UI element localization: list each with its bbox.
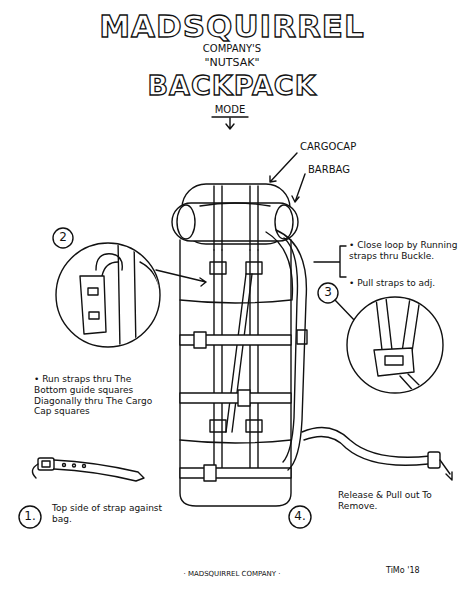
illustration-path xyxy=(270,153,297,182)
illustration-circle xyxy=(73,464,76,467)
illustration-rect xyxy=(180,393,291,403)
illustration-circle xyxy=(318,283,338,303)
illustration-path xyxy=(283,238,297,462)
illustration-path xyxy=(214,250,258,475)
illustration-path xyxy=(226,274,252,432)
illustration-g xyxy=(80,240,160,350)
note-label: BACKPACK xyxy=(130,70,334,102)
illustration-path xyxy=(302,428,430,466)
illustration-circle xyxy=(83,465,86,468)
note-label: • Run straps thru The Bottom guide squar… xyxy=(34,374,166,417)
illustration-path xyxy=(54,460,144,481)
note-label: · MADSQUIRREL COMPANY · xyxy=(122,570,342,578)
illustration-circle xyxy=(289,506,311,528)
illustration-path xyxy=(212,116,248,117)
illustration-path xyxy=(376,298,392,350)
illustration-rect xyxy=(89,312,99,319)
illustration-circle xyxy=(347,297,443,393)
illustration-path xyxy=(200,203,270,206)
note-label: • Close loop by Running straps thru Buck… xyxy=(349,240,459,262)
callout-number: 2 xyxy=(53,230,73,244)
illustration-path xyxy=(32,464,38,478)
note-label: Top side of strap against bag. xyxy=(52,503,167,525)
note-label: COMPANY'S xyxy=(182,43,282,55)
illustration-path xyxy=(418,392,430,404)
illustration-rect xyxy=(246,420,262,432)
illustration-rect xyxy=(385,356,403,365)
illustration-rect xyxy=(194,332,206,348)
note-label: BARBAG xyxy=(308,164,368,176)
illustration-circle xyxy=(19,506,41,528)
note-label: Release & Pull out To Remove. xyxy=(338,490,438,512)
illustration-rect xyxy=(246,262,262,274)
illustration-rect xyxy=(210,420,226,432)
illustration-circle xyxy=(63,464,66,467)
note-label: CARGOCAP xyxy=(300,141,370,153)
illustration-path xyxy=(266,232,292,300)
illustration-rect xyxy=(88,288,98,295)
illustration-ellipse xyxy=(177,205,195,239)
illustration-rect xyxy=(210,262,226,274)
note-label: TiMo '18 xyxy=(386,566,450,576)
illustration-path xyxy=(102,262,118,276)
illustration-rect xyxy=(180,468,291,478)
illustration-rect xyxy=(428,452,440,468)
illustration-path xyxy=(118,240,136,350)
illustration-circle xyxy=(53,228,73,248)
illustration-rect xyxy=(38,458,54,470)
illustration-rect xyxy=(172,203,298,241)
illustration-path xyxy=(156,270,206,286)
callout-number: 1. xyxy=(19,509,41,523)
illustration-path xyxy=(96,254,122,270)
illustration-rect xyxy=(238,390,250,406)
note-label: • Pull straps to adj. xyxy=(349,278,459,289)
illustration-path xyxy=(180,300,291,443)
illustration-path xyxy=(314,246,346,277)
illustration-path xyxy=(374,348,414,376)
note-label: "NUTSAK" xyxy=(182,56,282,69)
illustration-path xyxy=(276,230,306,470)
illustration-g xyxy=(374,298,430,404)
illustration-path xyxy=(140,262,160,290)
illustration-path xyxy=(400,374,426,396)
illustration-path xyxy=(292,174,305,202)
illustration-g xyxy=(19,117,452,528)
illustration-rect xyxy=(204,465,216,481)
illustration-path xyxy=(440,460,452,480)
illustration-path xyxy=(214,186,258,250)
note-label: MODE xyxy=(200,104,260,116)
callout-number: 3 xyxy=(318,285,338,299)
callout-number: 4. xyxy=(289,509,311,523)
illustration-path xyxy=(402,298,420,352)
illustration-path xyxy=(335,300,356,322)
illustration-rect xyxy=(297,330,307,344)
illustration-circle xyxy=(56,243,160,347)
illustration-path xyxy=(226,118,234,129)
illustration-path xyxy=(80,276,106,334)
heading-title: MADSQUIRREL xyxy=(90,8,374,45)
illustration-rect xyxy=(42,461,50,467)
